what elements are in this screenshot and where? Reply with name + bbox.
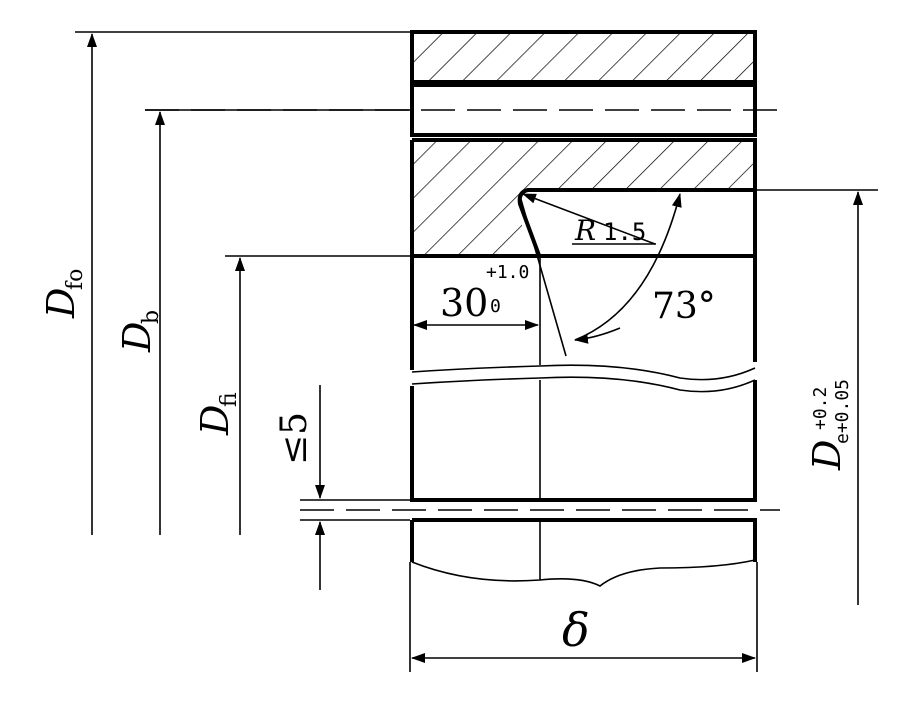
width30-value: 30 [440, 281, 488, 325]
radius-symbol: R [574, 214, 596, 247]
lower-section-outline [412, 138, 757, 258]
bottom-piece-top [412, 518, 757, 562]
break-line-b [411, 376, 756, 393]
de-label-main: D [805, 440, 849, 471]
dfi-label: D fi [193, 392, 242, 436]
width30-tolerance-lower: 0 [490, 296, 501, 317]
radius-leader [522, 193, 656, 245]
delta-label: δ [562, 603, 590, 657]
dfo-label: D fo [39, 269, 88, 319]
break-line-a [411, 364, 756, 381]
dfi-label-sub: fi [217, 392, 242, 407]
angle-reference-line [519, 195, 567, 357]
radius-value: 1.5 [603, 218, 646, 246]
dfo-label-main: D [39, 288, 83, 319]
upper-hatched-section [412, 32, 755, 82]
lower-body-outline [410, 380, 757, 502]
db-label: D b [115, 310, 164, 353]
dfi-label-main: D [193, 405, 237, 436]
angle-arc-up [574, 193, 682, 341]
dfo-label-sub: fo [63, 269, 88, 290]
angle-value: 73° [652, 286, 716, 327]
width30-tolerance-upper: +1.0 [486, 262, 529, 283]
bottom-break-line [411, 559, 756, 587]
db-label-sub: b [139, 310, 164, 324]
de-label: D e+0.05 +0.2 [805, 379, 853, 471]
upper-section-outline [410, 30, 757, 84]
db-label-main: D [115, 322, 159, 353]
de-label-sub: e+0.05 [832, 379, 853, 444]
le5-label: ≤5 [274, 412, 315, 465]
le5-text: ≤5 [274, 412, 315, 465]
de-label-upper: +0.2 [810, 387, 831, 430]
angle-arc-left [574, 327, 621, 344]
groove-profile [517, 188, 755, 259]
